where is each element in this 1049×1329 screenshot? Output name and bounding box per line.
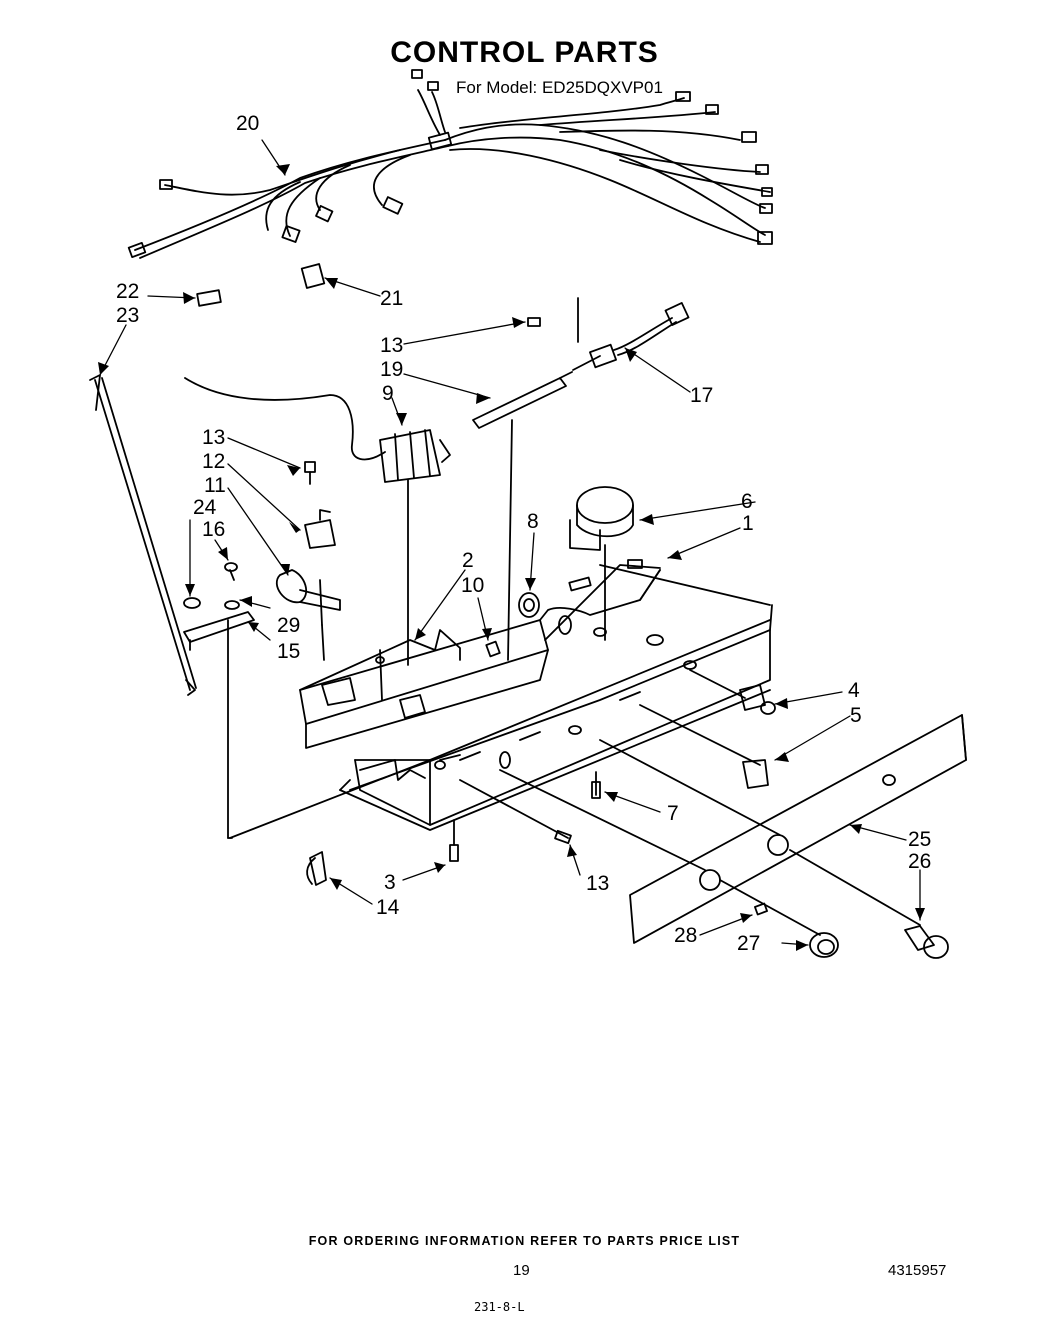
arrowheads: [98, 164, 925, 951]
callout-23: 23: [116, 304, 139, 327]
screws: [227, 640, 601, 862]
ordering-note: FOR ORDERING INFORMATION REFER TO PARTS …: [308, 1234, 741, 1248]
callout-17: 17: [690, 384, 713, 407]
callout-22: 22: [116, 280, 139, 303]
callout-13-bottom: 13: [586, 872, 609, 895]
clip-14: [306, 851, 327, 886]
callout-13-mid: 13: [202, 426, 225, 449]
callout-20: 20: [236, 112, 259, 135]
callout-6: 6: [741, 490, 753, 513]
model-line: For Model: ED25DQXVP01: [456, 78, 663, 97]
callout-8: 8: [527, 510, 539, 533]
shaft-assembly: [183, 461, 341, 839]
thermostat-and-connector: [472, 297, 690, 429]
wire-harness: [127, 69, 773, 259]
callout-10: 10: [461, 574, 484, 597]
callout-24: 24: [193, 496, 217, 519]
document-number: 4315957: [888, 1262, 947, 1279]
timer-6: [518, 486, 776, 789]
control-assembly-9: [184, 377, 513, 666]
page-title: CONTROL PARTS: [390, 36, 659, 69]
callout-25: 25: [908, 828, 931, 851]
callout-4: 4: [848, 679, 860, 702]
callout-1: 1: [742, 512, 754, 535]
callout-12: 12: [202, 450, 225, 473]
callout-3: 3: [384, 871, 396, 894]
callout-27: 27: [737, 932, 760, 955]
callout-labels: 20 21 22 23 13 19 9 17 13 12 11 24 16 29…: [116, 112, 931, 955]
callout-13-top: 13: [380, 334, 403, 357]
bracket-2: [299, 629, 461, 719]
control-housing: [299, 559, 773, 831]
callout-29: 29: [277, 614, 300, 637]
callout-5: 5: [850, 704, 862, 727]
callout-21: 21: [380, 287, 403, 310]
callout-16: 16: [202, 518, 225, 541]
callout-11: 11: [204, 474, 226, 497]
front-panel-25: [499, 714, 967, 959]
callout-15: 15: [277, 640, 300, 663]
callout-7: 7: [667, 802, 679, 825]
page-number: 19: [513, 1262, 530, 1279]
callout-14: 14: [376, 896, 400, 919]
callout-9: 9: [382, 382, 394, 405]
drawing-code: 231-8-L: [474, 1300, 525, 1314]
callout-26: 26: [908, 850, 931, 873]
callout-28: 28: [674, 924, 697, 947]
callout-2: 2: [462, 549, 474, 572]
callout-19: 19: [380, 358, 403, 381]
